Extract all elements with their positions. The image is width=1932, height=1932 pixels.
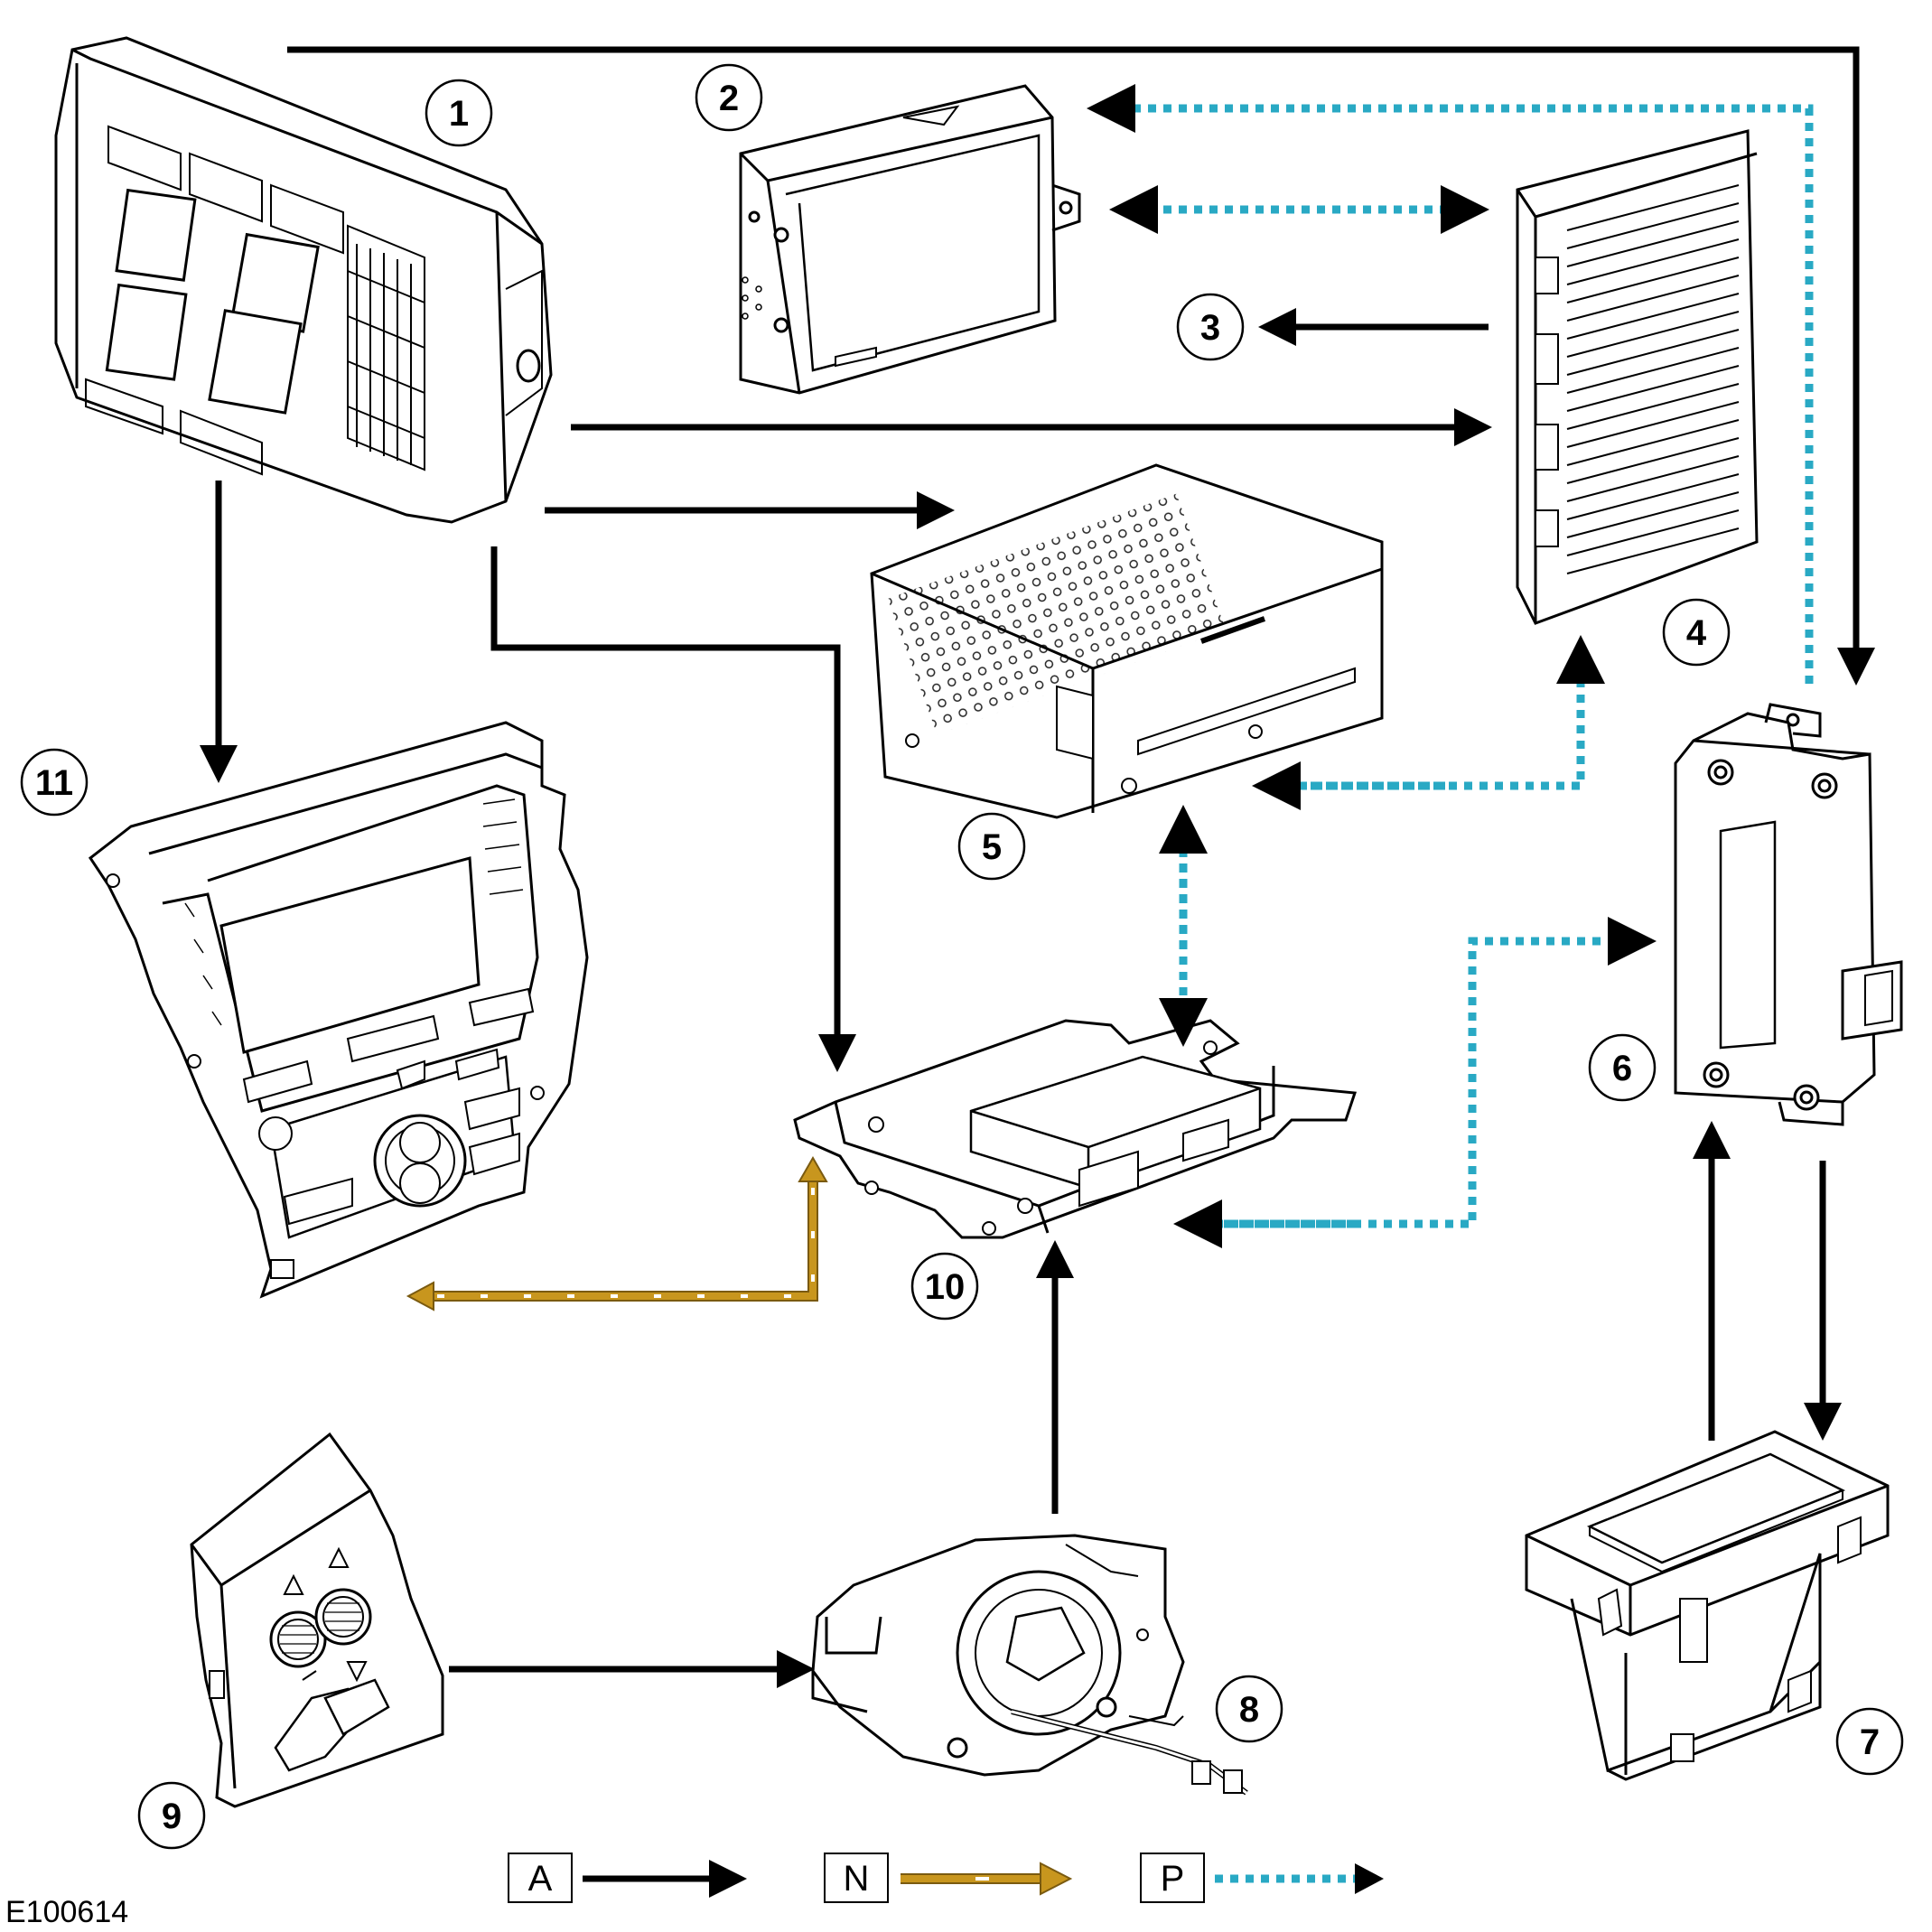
lin-11-10: [406, 1155, 828, 1311]
svg-text:7: 7: [1860, 1722, 1880, 1762]
svg-text:A: A: [528, 1859, 553, 1899]
svg-text:5: 5: [982, 827, 1002, 867]
steering-wheel-switch-pack-icon: [190, 1432, 444, 1808]
callout-2: 2: [695, 63, 763, 132]
callout-7: 7: [1835, 1707, 1904, 1776]
most-10-6a: [1215, 917, 1657, 1228]
callout-1: 1: [425, 79, 493, 147]
svg-text:8: 8: [1239, 1690, 1259, 1730]
svg-text:3: 3: [1200, 308, 1220, 348]
figure-id: E100614: [5, 1895, 128, 1929]
touch-screen-display-icon: [739, 84, 1081, 395]
audio-amplifier-icon: [1516, 129, 1759, 625]
svg-text:1: 1: [449, 94, 469, 134]
callout-11: 11: [20, 748, 89, 817]
connections: [200, 46, 1875, 1688]
svg-text:10: 10: [925, 1267, 966, 1307]
media-hub-icon: [1525, 1430, 1890, 1781]
most-2-6: [1087, 84, 1814, 684]
svg-text:4: 4: [1686, 613, 1707, 653]
callout-6: 6: [1588, 1033, 1657, 1102]
audio-head-unit-icon: [870, 463, 1384, 819]
svg-text:11: 11: [35, 763, 73, 803]
callout-3: 3: [1176, 293, 1245, 361]
control-module-icon: [793, 1019, 1358, 1239]
callouts: 1 2 3 4 5 6 7 8 9 10 11: [20, 63, 1904, 1850]
clockspring-icon: [811, 1534, 1248, 1796]
link-1-to-6-top: [287, 46, 1875, 686]
interface-module-icon: [1674, 703, 1903, 1126]
callout-5: 5: [957, 812, 1026, 881]
callout-9: 9: [137, 1781, 206, 1850]
svg-text:P: P: [1161, 1859, 1185, 1899]
svg-text:2: 2: [719, 79, 739, 118]
svg-text:9: 9: [162, 1797, 182, 1836]
integrated-control-panel-icon: [88, 721, 589, 1299]
svg-text:N: N: [844, 1859, 870, 1899]
legend-item-a: A: [508, 1853, 747, 1903]
legend: A N P: [508, 1853, 1384, 1903]
link-1-to-10: [490, 546, 856, 1072]
svg-text:6: 6: [1612, 1049, 1632, 1088]
callout-8: 8: [1215, 1675, 1283, 1743]
legend-item-n: N: [824, 1853, 1073, 1903]
legend-item-p: P: [1140, 1853, 1384, 1903]
callout-10: 10: [910, 1252, 979, 1321]
callout-4: 4: [1662, 598, 1731, 667]
fuse-relay-box-icon: [54, 36, 553, 524]
